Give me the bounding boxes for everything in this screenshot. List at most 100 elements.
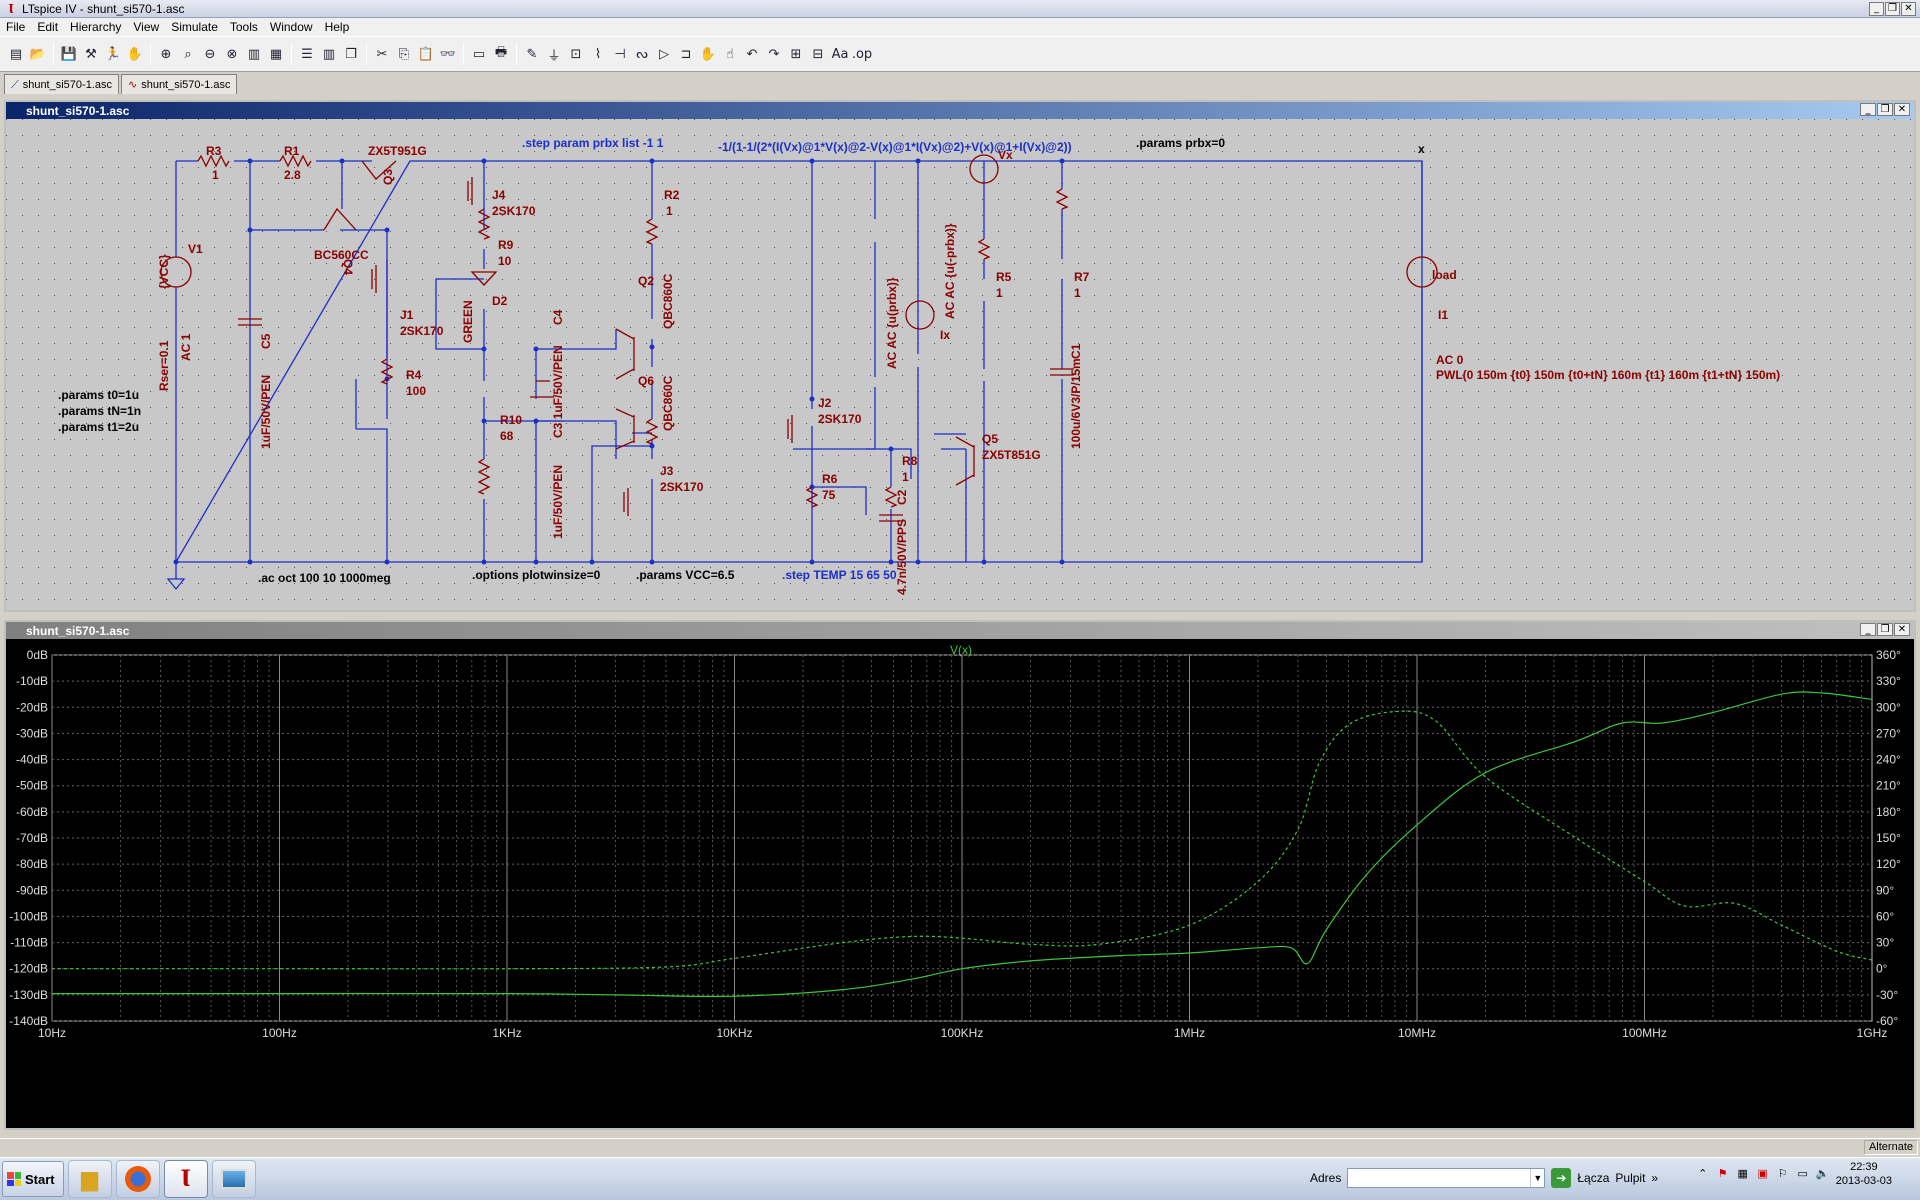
- minimize-icon[interactable]: _: [1869, 2, 1884, 16]
- spice-directives-black[interactable]: .params prbx=0 .params t0=1u .params tN=…: [58, 136, 1225, 585]
- capacitor-icon[interactable]: ⊣: [614, 46, 626, 62]
- explorer-task-icon[interactable]: ▆: [67, 1160, 112, 1198]
- x-tick-label: 100KHz: [941, 1026, 984, 1040]
- schematic-window-title: shunt_si570-1.asc _ ❐ ✕: [6, 102, 1914, 119]
- menu-tools[interactable]: Tools: [229, 20, 258, 34]
- menu-file[interactable]: File: [6, 20, 26, 34]
- R8-name: R8: [902, 454, 918, 468]
- dropdown-arrow-icon[interactable]: ▼: [1530, 1169, 1544, 1187]
- menu-simulate[interactable]: Simulate: [171, 20, 218, 34]
- control-panel-icon[interactable]: ⚒: [85, 46, 97, 62]
- print-preview-icon[interactable]: ▭: [472, 46, 486, 62]
- component-icon[interactable]: ⊐: [680, 46, 692, 62]
- halt-icon[interactable]: ✋: [126, 46, 144, 62]
- firefox-task-icon[interactable]: [115, 1160, 160, 1198]
- directive-params-tN[interactable]: .params tN=1n: [58, 404, 141, 418]
- address-input[interactable]: ▼: [1347, 1168, 1546, 1188]
- undo-icon[interactable]: ↶: [746, 46, 758, 62]
- tile-vertical-icon[interactable]: ▥: [322, 46, 336, 62]
- trace-label-vx[interactable]: V(x): [950, 643, 972, 657]
- close-icon[interactable]: ✕: [1894, 103, 1910, 116]
- R9-value: 10: [498, 254, 512, 268]
- cut-icon[interactable]: ✂: [376, 46, 388, 62]
- menu-view[interactable]: View: [133, 20, 160, 34]
- directive-params-vcc[interactable]: .params VCC=6.5: [636, 568, 735, 582]
- run-icon[interactable]: 🏃: [104, 46, 122, 62]
- clock[interactable]: 22:39 2013-03-03: [1836, 1160, 1892, 1188]
- print-icon[interactable]: 🖶: [494, 45, 508, 60]
- tab-label: shunt_si570-1.asc: [22, 78, 112, 91]
- minimize-icon[interactable]: _: [1860, 623, 1876, 636]
- spice-directives-blue[interactable]: .step param prbx list -1 1 -1/(1-1/(2*(I…: [522, 136, 1072, 582]
- zoom-in-icon[interactable]: ⊕: [160, 46, 172, 62]
- tab-schematic[interactable]: ⟋ shunt_si570-1.asc: [4, 74, 119, 94]
- directive-meas[interactable]: -1/(1-1/(2*(I(Vx)@1*V(x)@2-V(x)@1*I(Vx)@…: [718, 140, 1072, 154]
- waveform-plot[interactable]: V(x) 0dB-10dB-20dB-30dB-40dB-50dB-60dB-7…: [6, 639, 1914, 1128]
- ltspice-task-icon[interactable]: Ɩ: [163, 1160, 208, 1198]
- chevron-right-icon[interactable]: »: [1651, 1171, 1659, 1185]
- move-icon[interactable]: ✋: [699, 46, 717, 62]
- image-viewer-task-icon[interactable]: [211, 1160, 256, 1198]
- desktop-label[interactable]: Pulpit: [1615, 1171, 1646, 1185]
- menu-help[interactable]: Help: [324, 20, 350, 34]
- tab-waveform[interactable]: ∿ shunt_si570-1.asc: [120, 74, 238, 94]
- resistor-icon[interactable]: ⌇: [594, 46, 602, 62]
- flag-icon[interactable]: ⚐: [1777, 1168, 1788, 1180]
- save-icon[interactable]: 💾: [60, 46, 78, 62]
- directive-options[interactable]: .options plotwinsize=0: [472, 568, 601, 582]
- find-icon[interactable]: 👓: [439, 46, 457, 62]
- diode-icon[interactable]: ▷: [659, 46, 669, 62]
- Vx-value: AC AC {u(-prbx)}: [943, 223, 957, 319]
- restore-icon[interactable]: ❐: [1885, 2, 1900, 16]
- go-icon[interactable]: ➔: [1551, 1168, 1572, 1188]
- menu-hierarchy[interactable]: Hierarchy: [70, 20, 122, 34]
- spice-directive-icon[interactable]: .op: [851, 46, 873, 62]
- close-icon[interactable]: ✕: [1894, 623, 1910, 636]
- copy-icon[interactable]: ⎘: [398, 46, 410, 62]
- volume-icon[interactable]: 🔈: [1815, 1168, 1830, 1180]
- cascade-icon[interactable]: ❐: [345, 46, 357, 62]
- zoom-fit-icon[interactable]: ⊗: [226, 46, 238, 62]
- rotate-icon[interactable]: ⊞: [790, 46, 802, 62]
- tray-expand-icon[interactable]: ⌃: [1698, 1168, 1708, 1180]
- drag-icon[interactable]: ☝: [726, 46, 734, 62]
- new-schematic-icon[interactable]: ▤: [9, 46, 23, 62]
- zoom-out-icon[interactable]: ⊖: [204, 46, 216, 62]
- directive-params-t0[interactable]: .params t0=1u: [58, 388, 139, 402]
- restore-icon[interactable]: ❐: [1877, 103, 1893, 116]
- paste-icon[interactable]: 📋: [417, 46, 435, 62]
- directive-ac[interactable]: .ac oct 100 10 1000meg: [258, 571, 391, 585]
- minimize-icon[interactable]: _: [1860, 103, 1876, 116]
- schematic-canvas[interactable]: R3 1 R1 2.8 ZX5T951G Q3 Q4 BC560CC J4 2S…: [6, 119, 1914, 610]
- monitor-icon[interactable]: ▭: [1797, 1168, 1808, 1180]
- y2-tick-label: 300°: [1876, 700, 1901, 714]
- links-label[interactable]: Łącza: [1577, 1171, 1610, 1185]
- menu-window[interactable]: Window: [269, 20, 313, 34]
- close-icon[interactable]: ✕: [1901, 2, 1916, 16]
- network-icon[interactable]: ▦: [1737, 1168, 1748, 1180]
- directive-params-t1[interactable]: .params t1=2u: [58, 420, 139, 434]
- directive-step-prbx[interactable]: .step param prbx list -1 1: [522, 136, 664, 150]
- start-button[interactable]: Start: [2, 1161, 64, 1197]
- ground-icon[interactable]: ⏚: [547, 48, 561, 64]
- draw-wire-icon[interactable]: ✎: [526, 46, 538, 62]
- zoom-pan-icon[interactable]: ⌕: [184, 46, 192, 62]
- text-icon[interactable]: Aa: [831, 46, 849, 62]
- pick-visible-traces-icon[interactable]: ▦: [269, 46, 283, 62]
- x-tick-label: 1GHz: [1857, 1026, 1888, 1040]
- tile-horizontal-icon[interactable]: ☰: [301, 46, 313, 62]
- open-icon[interactable]: 📂: [29, 46, 47, 62]
- inductor-icon[interactable]: ᔓ: [636, 46, 648, 62]
- menu-edit[interactable]: Edit: [37, 20, 59, 34]
- directive-step-temp[interactable]: .step TEMP 15 65 50: [782, 568, 897, 582]
- ltspice-logo-icon: Ɩ: [8, 1, 14, 16]
- language-icon[interactable]: ▣: [1757, 1168, 1768, 1180]
- action-center-icon[interactable]: ⚑: [1717, 1168, 1728, 1180]
- label-net-icon[interactable]: ⊡: [570, 46, 582, 62]
- redo-icon[interactable]: ↷: [768, 46, 780, 62]
- mirror-icon[interactable]: ⊟: [812, 46, 824, 62]
- directive-params-prbx[interactable]: .params prbx=0: [1136, 136, 1225, 150]
- restore-icon[interactable]: ❐: [1877, 623, 1893, 636]
- y2-tick-label: 360°: [1876, 648, 1901, 662]
- autorange-icon[interactable]: ▥: [247, 46, 261, 62]
